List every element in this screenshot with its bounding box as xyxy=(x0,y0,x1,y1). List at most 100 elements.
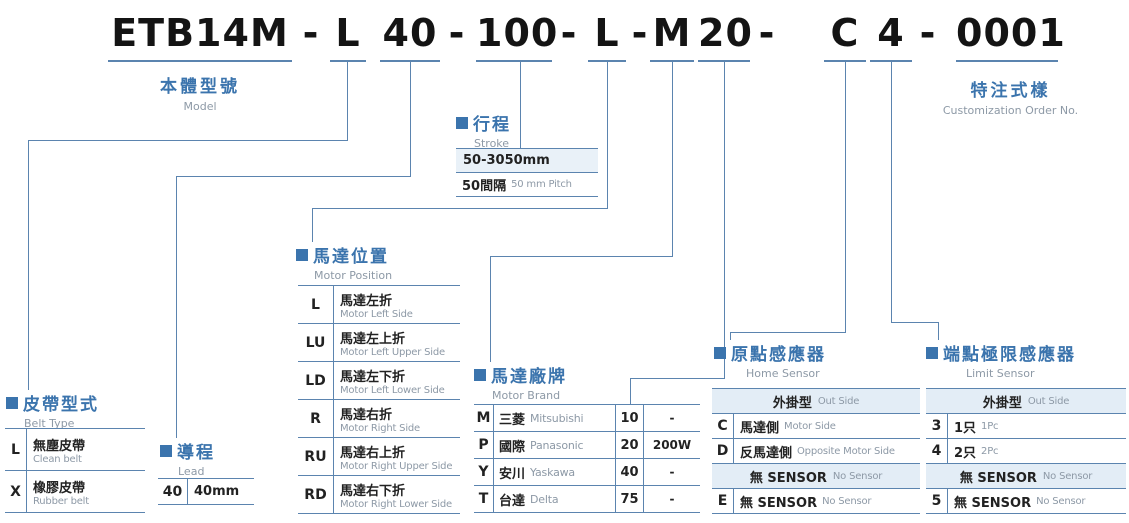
connector-motor-position-line xyxy=(312,208,608,209)
desc-zh: 2只 xyxy=(954,445,977,461)
customization-label-zh: 特注式樣 xyxy=(970,81,1051,101)
model-segment-belt: L xyxy=(330,8,366,62)
desc-cell: 馬達右折 Motor Right Side xyxy=(334,400,460,437)
desc-en: Motor Right Upper Side xyxy=(340,460,453,472)
desc-zh: 馬達側 xyxy=(740,420,780,436)
desc-zh: 馬達右下折 xyxy=(340,483,406,499)
code-cell: L xyxy=(298,286,334,323)
connector-belt-line xyxy=(28,140,348,141)
code-cell: E xyxy=(712,489,734,513)
desc-en: Motor Left Upper Side xyxy=(340,346,445,358)
group-header-en: Out Side xyxy=(1027,395,1070,407)
desc-cell: 橡膠皮帶 Rubber belt xyxy=(27,471,145,512)
desc-en: Rubber belt xyxy=(33,495,89,507)
connector-home-sensor-line xyxy=(730,332,731,340)
model-segment-motor-brand: M xyxy=(650,8,694,62)
table-row: LU 馬達左上折 Motor Left Upper Side xyxy=(298,324,460,362)
desc-en: 1Pc xyxy=(981,420,999,432)
connector-belt-line xyxy=(28,140,29,390)
desc-en: Opposite Motor Side xyxy=(797,445,895,457)
limit-sensor-table: 外掛型 Out Side 3 1只 1Pc 4 2只 2Pc 無 SENSOR … xyxy=(926,388,1126,514)
code-cell: 3 xyxy=(926,414,948,438)
code-cell: RD xyxy=(298,476,334,513)
lead-title-en: Lead xyxy=(178,465,205,478)
brand-zh: 三菱 xyxy=(499,412,526,428)
group-header-zh: 無 SENSOR xyxy=(959,470,1037,486)
desc-zh: 馬達左折 xyxy=(340,293,393,309)
connector-motor-power-line xyxy=(630,378,631,404)
desc-zh: 無塵皮帶 xyxy=(33,438,86,454)
limit-sensor-title-zh: 端點極限感應器 xyxy=(943,345,1076,365)
connector-motor-brand-line xyxy=(672,62,673,256)
desc-cell: 馬達左上折 Motor Left Upper Side xyxy=(334,324,460,361)
table-row: C 馬達側 Motor Side xyxy=(712,414,920,439)
desc-zh: 1只 xyxy=(954,420,977,436)
desc-en: Clean belt xyxy=(33,453,82,465)
desc-zh: 馬達右上折 xyxy=(340,445,406,461)
motor-brand-table: M 三菱 Mitsubishi 10 - P 國際 Panasonic 20 2… xyxy=(474,404,700,513)
desc-zh: 馬達左下折 xyxy=(340,369,406,385)
code-cell: LD xyxy=(298,362,334,399)
table-row: P 國際 Panasonic 20 200W xyxy=(474,432,700,459)
brand-cell: 台達 Delta xyxy=(494,486,616,512)
table-row: 5 無 SENSOR No Sensor xyxy=(926,489,1126,514)
model-segment-home-sensor: C xyxy=(824,8,866,62)
home-sensor-heading: 原點感應器 Home Sensor xyxy=(714,340,826,380)
table-row: RD 馬達右下折 Motor Right Lower Side xyxy=(298,476,460,514)
connector-motor-brand-line xyxy=(490,256,491,362)
bullet-square-icon xyxy=(926,346,938,359)
power-cell: 200W xyxy=(652,438,692,452)
brand-en: Panasonic xyxy=(530,438,584,452)
table-row: L 無塵皮帶 Clean belt xyxy=(5,429,145,471)
dash-separator: - xyxy=(448,11,466,55)
stroke-heading: 行程 Stroke xyxy=(456,110,511,150)
table-row: 3 1只 1Pc xyxy=(926,414,1126,439)
desc-cell: 馬達右下折 Motor Right Lower Side xyxy=(334,476,460,513)
belt-type-title-en: Belt Type xyxy=(24,417,75,430)
dash-separator: - xyxy=(919,11,937,55)
desc-en: No Sensor xyxy=(1036,495,1086,507)
desc-en: Motor Left Side xyxy=(340,308,413,320)
connector-limit-sensor-line xyxy=(891,322,939,323)
bullet-square-icon xyxy=(296,248,308,261)
table-row: X 橡膠皮帶 Rubber belt xyxy=(5,471,145,513)
desc-zh: 馬達左上折 xyxy=(340,331,406,347)
code-cell: 40 xyxy=(158,479,188,504)
power-code-cell: 10 xyxy=(616,405,644,431)
desc-en: Motor Side xyxy=(784,420,836,432)
brand-en: Mitsubishi xyxy=(530,411,584,425)
stroke-title-en: Stroke xyxy=(474,137,510,150)
desc-en: No Sensor xyxy=(822,495,872,507)
connector-lead-line xyxy=(176,176,177,438)
bullet-square-icon xyxy=(714,346,726,359)
table-row: L 馬達左折 Motor Left Side xyxy=(298,286,460,324)
brand-zh: 安川 xyxy=(499,466,526,482)
desc-zh: 反馬達側 xyxy=(740,445,793,461)
code-cell: 4 xyxy=(926,439,948,463)
motor-brand-heading: 馬達廠牌 Motor Brand xyxy=(474,362,567,402)
connector-belt-line xyxy=(347,62,348,140)
stroke-range-row: 50-3050mm xyxy=(456,149,598,173)
bullet-square-icon xyxy=(456,116,468,129)
connector-motor-position-line xyxy=(607,62,608,208)
lead-heading: 導程 Lead xyxy=(160,438,215,478)
limit-sensor-title-en: Limit Sensor xyxy=(966,367,1035,380)
table-row: D 反馬達側 Opposite Motor Side xyxy=(712,439,920,464)
group-header-row: 無 SENSOR No Sensor xyxy=(712,464,920,489)
power-code-cell: 40 xyxy=(616,459,644,485)
code-cell: R xyxy=(298,400,334,437)
power-cell: - xyxy=(669,465,675,479)
code-cell: LU xyxy=(298,324,334,361)
motor-brand-title-en: Motor Brand xyxy=(492,389,561,402)
table-row: T 台達 Delta 75 - xyxy=(474,486,700,513)
code-cell: C xyxy=(712,414,734,438)
table-row: RU 馬達右上折 Motor Right Upper Side xyxy=(298,438,460,476)
desc-en: Motor Right Side xyxy=(340,422,421,434)
code-cell: X xyxy=(5,471,27,512)
brand-cell: 安川 Yaskawa xyxy=(494,459,616,485)
model-label-zh: 本體型號 xyxy=(160,77,240,97)
brand-en: Delta xyxy=(530,492,559,506)
belt-type-heading: 皮帶型式 Belt Type xyxy=(6,390,99,430)
lead-value: 40mm xyxy=(194,484,240,499)
belt-type-title-zh: 皮帶型式 xyxy=(23,395,99,415)
